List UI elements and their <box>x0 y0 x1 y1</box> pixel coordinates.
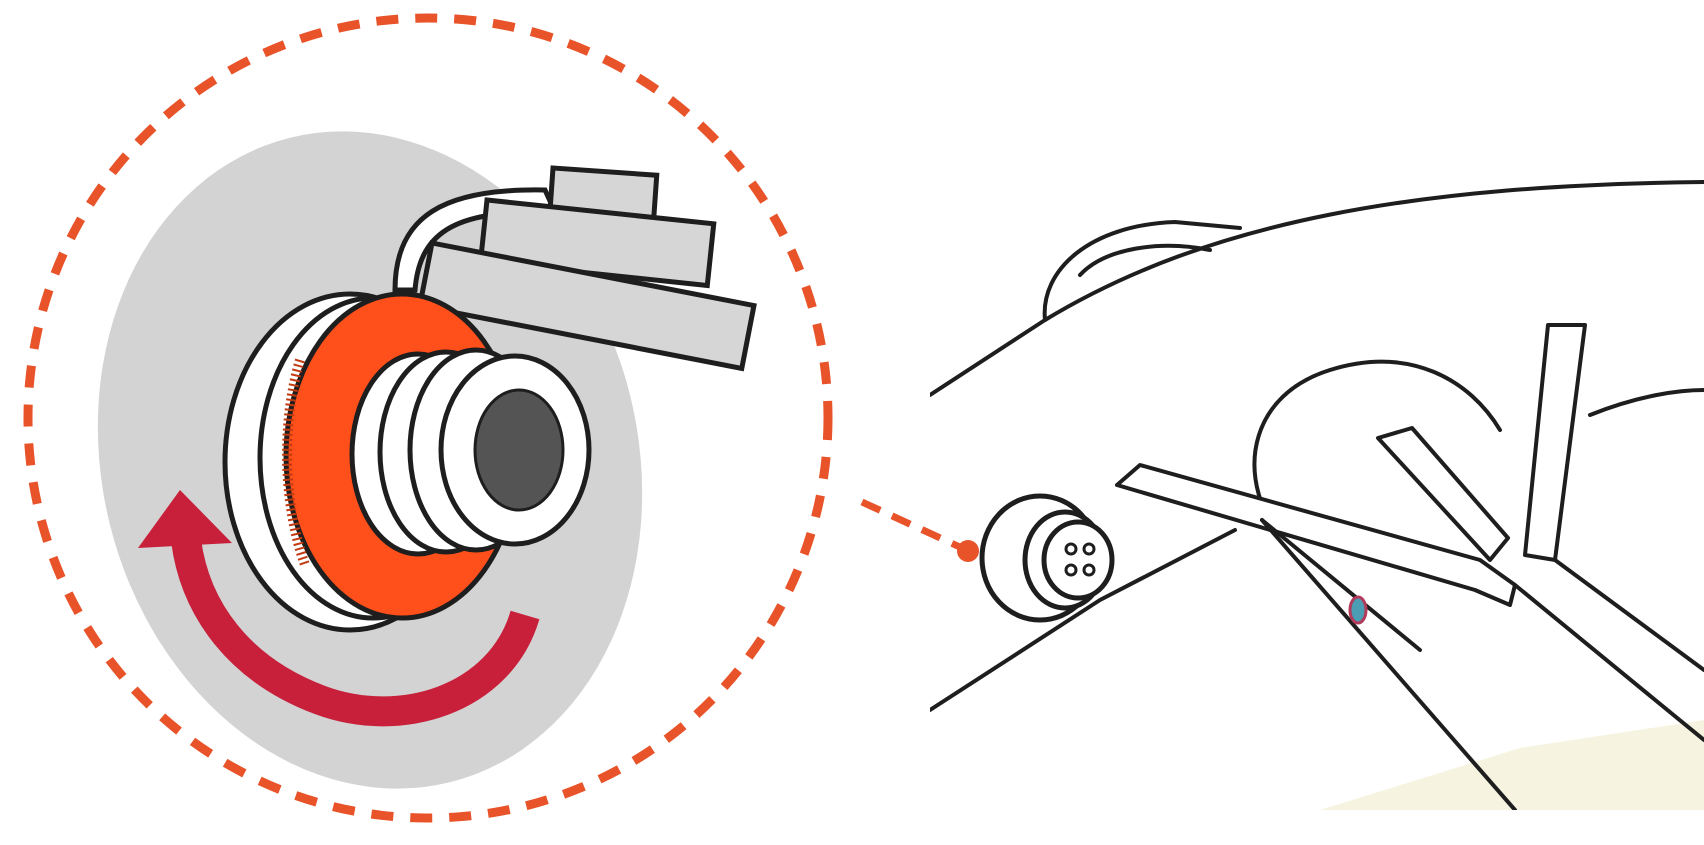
four-pin-round-connector <box>982 496 1112 620</box>
indicator-light <box>1350 597 1366 623</box>
leader-endpoint-dot <box>957 540 979 562</box>
callout-leader <box>862 502 979 562</box>
plug-socket <box>475 390 563 510</box>
machine-overview <box>930 182 1704 810</box>
machine-right-edge <box>1590 390 1704 415</box>
port-pin <box>1084 544 1094 554</box>
leader-dashed-line <box>862 502 962 548</box>
frame-lower-rail <box>1515 585 1704 740</box>
port-face <box>1044 522 1112 598</box>
port-pin <box>1066 565 1076 575</box>
port-pin <box>1066 544 1076 554</box>
floor-shadow <box>1320 720 1704 810</box>
port-pin <box>1084 565 1094 575</box>
machine-upper-body <box>930 182 1704 395</box>
zoom-callout <box>28 18 828 845</box>
frame-lower-rail-2 <box>1555 560 1704 670</box>
frame-arm-vertical <box>1525 325 1585 560</box>
